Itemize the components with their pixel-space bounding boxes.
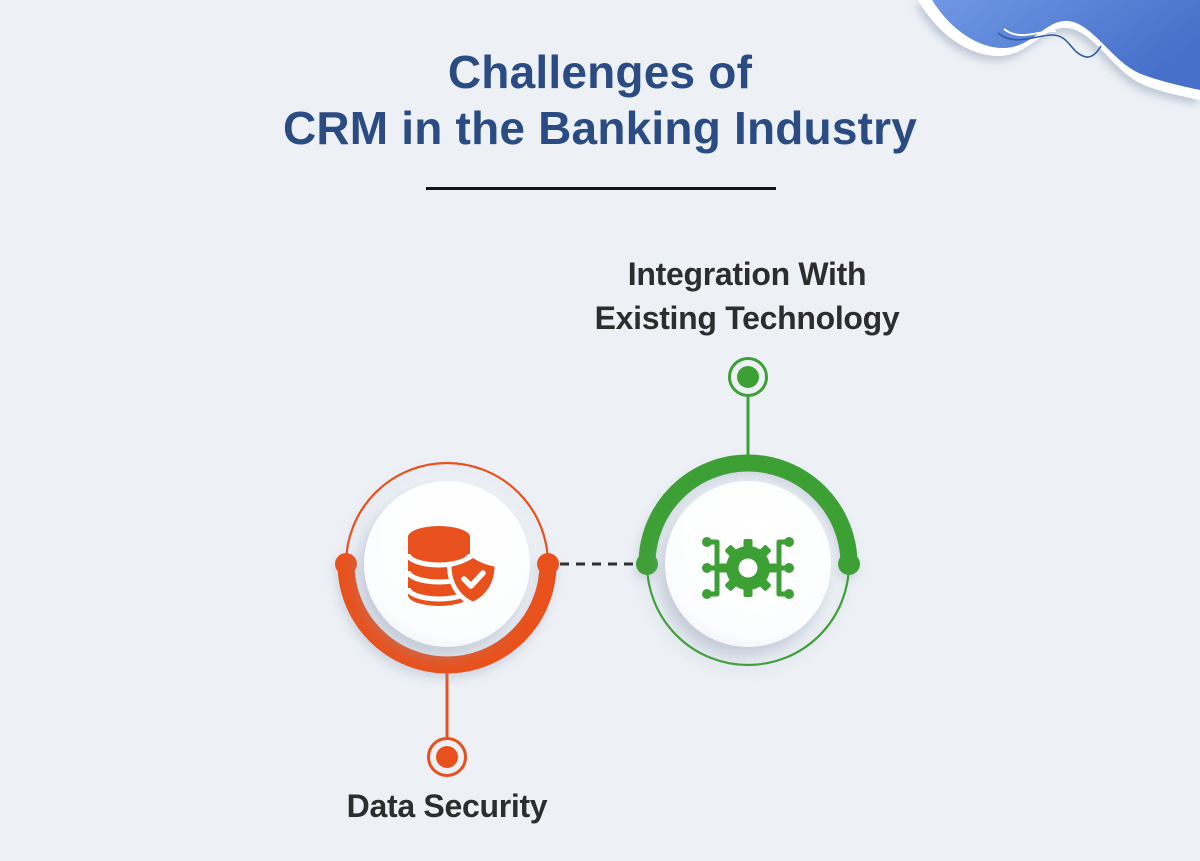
- data-security-pointer-ring: [427, 737, 467, 777]
- integration-pointer-ring: [728, 357, 768, 397]
- gear-integration-icon: [702, 537, 794, 599]
- integration-side-dot-right: [838, 553, 860, 575]
- title-line-1: Challenges of: [447, 46, 753, 98]
- data-security-side-dot-left: [335, 553, 357, 575]
- title-underline: [426, 187, 776, 190]
- title-line-2: CRM in the Banking Industry: [282, 102, 918, 154]
- data-security-thick-arc: [337, 563, 557, 674]
- data-security-label-line-1: Data Security: [346, 788, 548, 824]
- node-data-security: [335, 461, 559, 674]
- data-security-pointer-dot: [436, 746, 458, 768]
- integration-side-dot-left: [636, 553, 658, 575]
- integration-pointer-dot: [737, 366, 759, 388]
- data-security-label: Data Security: [187, 784, 707, 828]
- integration-label-line-1: Integration With: [627, 256, 867, 292]
- integration-label: Integration With Existing Technology: [487, 252, 1007, 340]
- shield-check-icon: [447, 553, 499, 606]
- corner-wave-decoration: [918, 0, 1200, 100]
- database-shield-icon: [405, 526, 499, 606]
- integration-thick-arc: [638, 454, 858, 565]
- gear-icon: [719, 539, 777, 597]
- integration-label-line-2: Existing Technology: [594, 300, 900, 336]
- wave-highlight-squiggle: [1003, 28, 1057, 37]
- wave-blue-layer: [932, 0, 1200, 90]
- node-integration: [636, 454, 860, 667]
- page-title: Challenges of CRM in the Banking Industr…: [0, 44, 1200, 156]
- data-security-side-dot-right: [537, 553, 559, 575]
- wave-wire-squiggle: [997, 32, 1102, 58]
